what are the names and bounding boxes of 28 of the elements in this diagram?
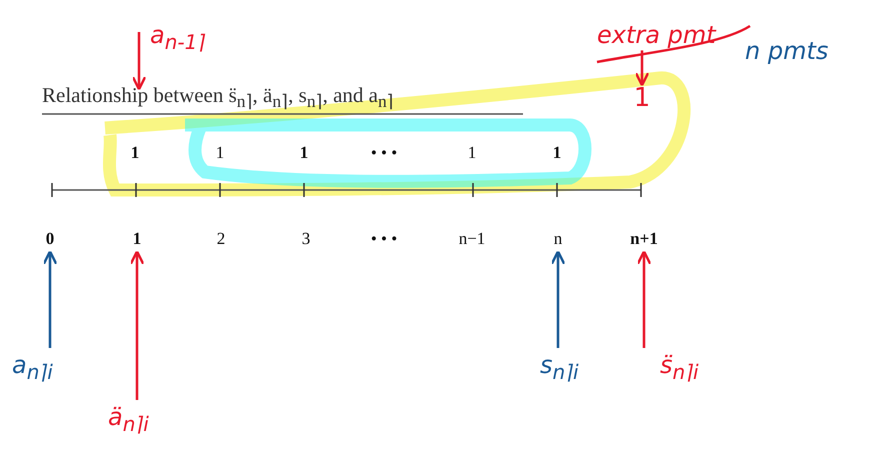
arrow: [550, 250, 566, 348]
time-label: n+1: [630, 230, 658, 249]
handwritten-label: a$_{n⌉i}$: [12, 352, 53, 383]
arrow: [132, 32, 146, 90]
handwritten-label: s$_{n⌉i}$: [540, 352, 579, 383]
payment-amount: 1: [130, 144, 140, 163]
handwritten-note: extra pmt: [597, 22, 716, 48]
time-label: n−1: [458, 230, 486, 249]
time-label: 1: [132, 230, 142, 249]
payment-amount: 1: [634, 84, 650, 113]
handwritten-note: n pmts: [745, 38, 828, 64]
handwritten-label: s̈$_{n⌉i}$: [660, 352, 699, 383]
payment-amount: • • •: [370, 144, 398, 163]
arrow: [42, 250, 58, 348]
payment-amount: 1: [468, 144, 476, 163]
time-label: n: [554, 230, 562, 249]
handwritten-label: a$_{n-1⌉}$: [136, 22, 206, 53]
arrow: [636, 250, 652, 348]
arrow: [130, 250, 144, 400]
time-label: • • •: [370, 230, 398, 249]
time-label: 2: [216, 230, 226, 249]
payment-amount: 1: [552, 144, 562, 163]
time-label: 3: [302, 230, 310, 249]
handwritten-label: ä$_{n⌉i}$: [108, 404, 149, 435]
payment-amount: 1: [216, 144, 224, 163]
arrow: [634, 50, 650, 86]
time-label: 0: [46, 230, 54, 249]
payment-amount: 1: [300, 144, 308, 163]
